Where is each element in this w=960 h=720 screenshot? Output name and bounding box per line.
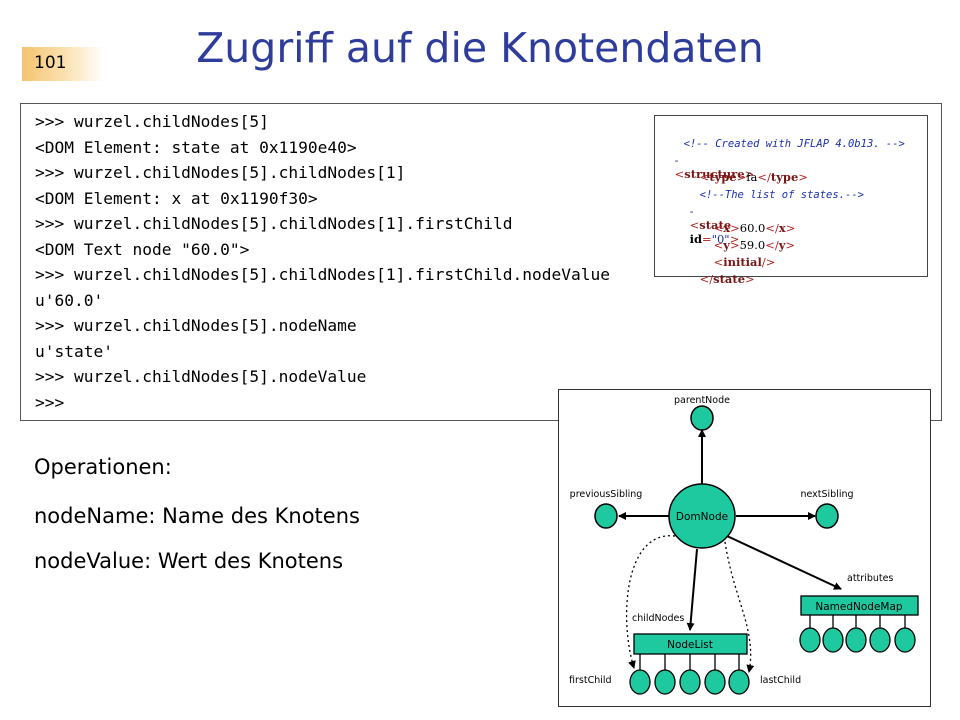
code-line: >>> wurzel.childNodes[5].childNodes[1]	[35, 163, 406, 182]
namednodemap-label: NamedNodeMap	[815, 601, 903, 613]
code-line: u'60.0'	[35, 291, 104, 310]
code-line: >>> wurzel.childNodes[5]	[35, 112, 269, 131]
xml-attr-value: "0"	[711, 232, 730, 246]
childnodes-arrow	[686, 548, 698, 631]
previoussibling-label: previousSibling	[570, 489, 643, 500]
domnode-label: DomNode	[676, 511, 728, 523]
xml-tag-y: y	[723, 238, 730, 252]
firstchild-arrow	[625, 535, 676, 669]
dom-diagram: parentNode previousSibling nextSibling D…	[558, 389, 931, 707]
attributes-label: attributes	[847, 573, 893, 584]
slide-number: 101	[22, 47, 104, 81]
operations-heading: Operationen:	[34, 455, 172, 479]
code-line: >>> wurzel.childNodes[5].nodeName	[35, 316, 357, 335]
xml-comment: <!-- Created with JFLAP 4.0b13. -->	[683, 138, 905, 150]
xml-preview: <!-- Created with JFLAP 4.0b13. --> - <s…	[654, 115, 928, 286]
previous-sibling-node	[594, 503, 618, 529]
code-line: u'state'	[35, 342, 113, 361]
code-line: <DOM Element: x at 0x1190f30>	[35, 189, 318, 208]
nextsibling-label: nextSibling	[800, 489, 853, 500]
xml-tag-state-close: state	[713, 272, 746, 286]
code-line: >>> wurzel.childNodes[5].nodeValue	[35, 367, 367, 386]
xml-tag-type-close: type	[770, 170, 799, 184]
code-block: >>> wurzel.childNodes[5] <DOM Element: s…	[20, 103, 942, 421]
xml-tag-structure: structure	[684, 167, 745, 181]
xml-tag-initial: initial	[723, 255, 762, 269]
node-list-items	[629, 654, 750, 695]
code-line: >>>	[35, 393, 65, 412]
domnode-circle	[668, 483, 736, 549]
slide-title: Zugriff auf die Knotendaten	[196, 24, 764, 72]
xml-value-type: fa	[746, 170, 758, 184]
operation-item: nodeValue: Wert des Knotens	[34, 549, 344, 573]
firstchild-label: firstChild	[569, 675, 612, 686]
parentnode-label: parentNode	[674, 395, 730, 406]
nodelist-label: NodeList	[667, 639, 713, 651]
next-sibling-node	[815, 503, 839, 529]
xml-attr-name: id	[689, 232, 703, 246]
operation-item: nodeName: Name des Knotens	[34, 504, 360, 528]
collapse-toggle[interactable]: -	[674, 153, 679, 167]
xml-tag-x-close: x	[778, 221, 786, 235]
parent-node	[690, 405, 714, 431]
collapse-toggle[interactable]: -	[689, 204, 694, 218]
code-line: <DOM Element: state at 0x1190e40>	[35, 138, 357, 157]
xml-tag-state: state	[699, 218, 732, 232]
xml-comment: <!--The list of states.-->	[699, 189, 864, 201]
dom-diagram-svg: parentNode previousSibling nextSibling D…	[569, 395, 919, 695]
attributes-arrow	[726, 535, 842, 590]
xml-tag-y-close: y	[778, 238, 786, 252]
code-line: <DOM Text node "60.0">	[35, 240, 250, 259]
named-node-map-box	[800, 595, 919, 616]
xml-tag-type: type	[709, 170, 737, 184]
code-line: >>> wurzel.childNodes[5].childNodes[1].f…	[35, 265, 610, 284]
code-line: >>> wurzel.childNodes[5].childNodes[1].f…	[35, 214, 513, 233]
xml-value-x: 60.0	[739, 221, 766, 235]
named-node-map-items	[799, 615, 916, 653]
childnodes-label: childNodes	[632, 613, 684, 624]
lastchild-label: lastChild	[760, 675, 801, 686]
xml-tag-x: x	[723, 221, 731, 235]
xml-value-y: 59.0	[739, 238, 766, 252]
